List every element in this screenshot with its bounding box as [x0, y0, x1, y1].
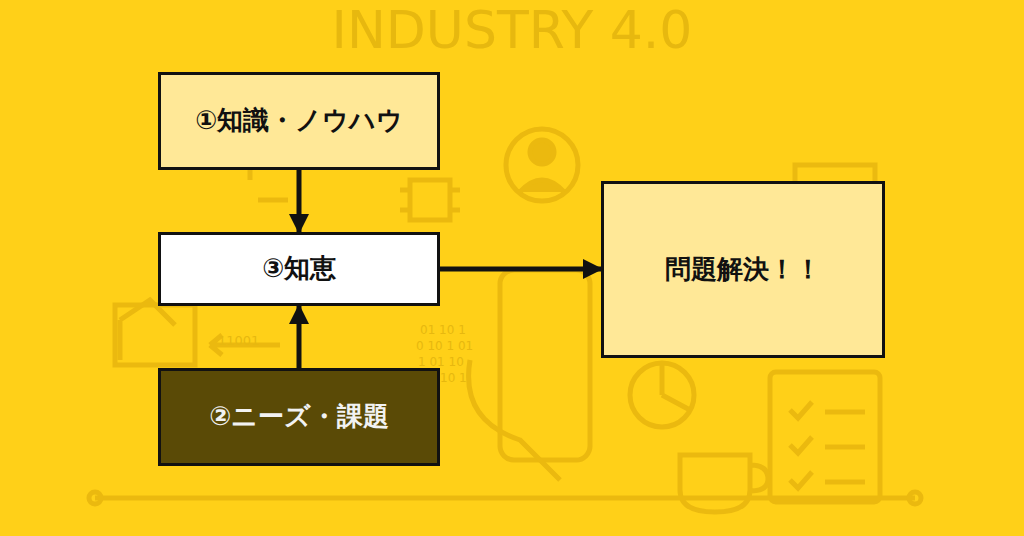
phone-icon: [500, 270, 590, 460]
node-label: ③知恵: [262, 253, 336, 284]
needs-box: ②ニーズ・課題: [158, 368, 440, 466]
robot-icon: [120, 300, 175, 360]
arrow-connector: [297, 170, 302, 232]
wisdom-box: ③知恵: [158, 232, 440, 306]
arrow-connector: [440, 267, 601, 272]
circuit-line: [95, 496, 915, 501]
node-label: 問題解決！！: [665, 254, 821, 285]
arrow-connector: [297, 306, 302, 368]
node-label: ①知識・ノウハウ: [195, 105, 403, 136]
binary-text: 0 10 1 01: [416, 339, 473, 353]
node-label: ②ニーズ・課題: [209, 401, 389, 432]
knowledge-box: ①知識・ノウハウ: [158, 72, 440, 170]
chip-icon: [410, 180, 450, 220]
binary-text: 11001: [218, 333, 259, 348]
binary-text: 10 1: [440, 371, 467, 385]
pie-icon: [630, 363, 694, 427]
watermark: INDUSTRY 4.0: [332, 0, 693, 60]
solution-box: 問題解決！！: [601, 181, 885, 358]
clipboard-icon: [770, 372, 880, 502]
binary-text: 1 01 10: [418, 355, 464, 369]
binary-text: 01 10 1: [420, 323, 466, 337]
cup-icon: [680, 455, 768, 512]
person-icon: [506, 129, 578, 201]
